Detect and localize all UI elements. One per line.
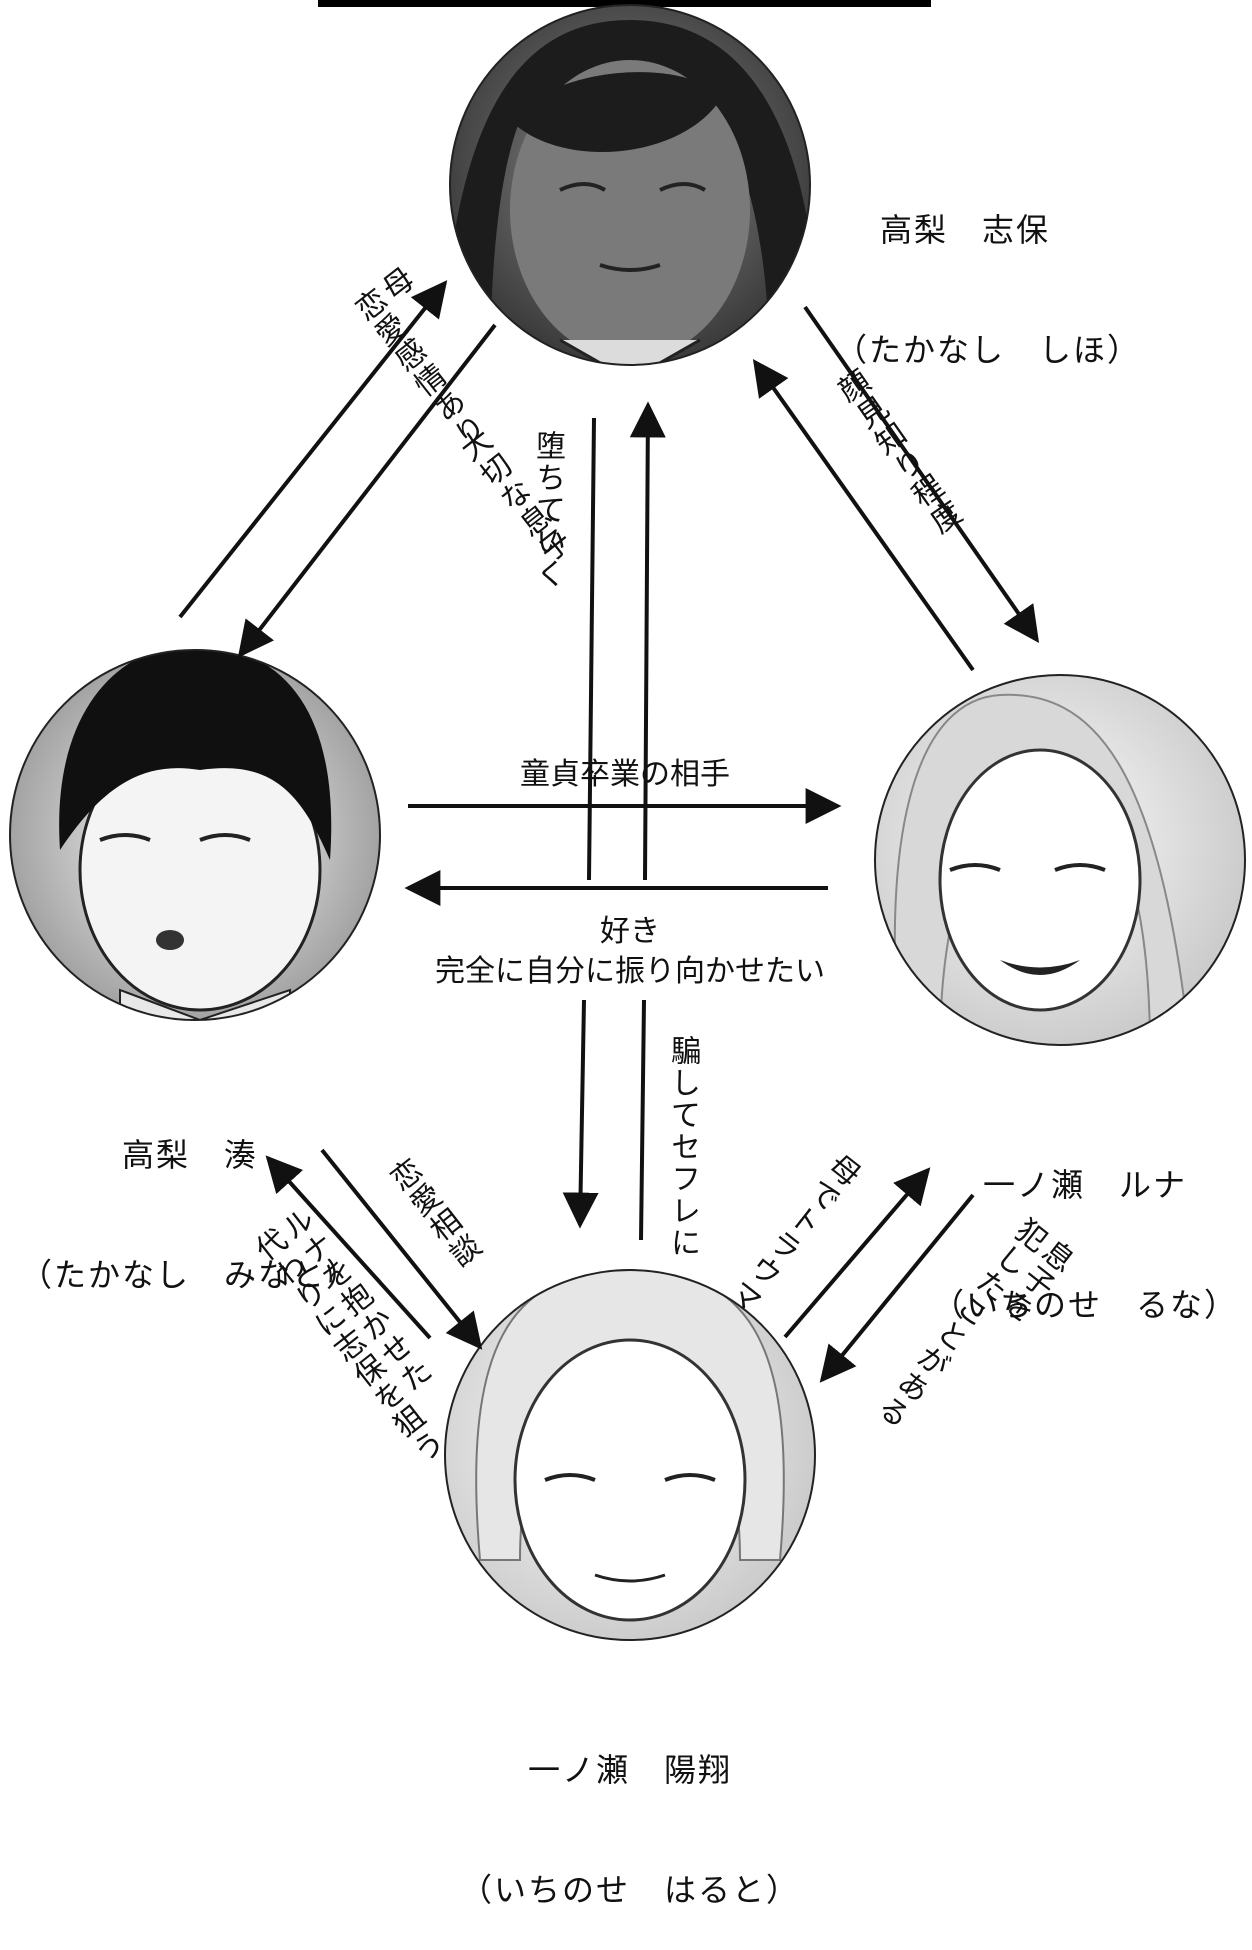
label-haruto-to-shiho: 騙してセフレに — [665, 1035, 700, 1259]
label-shiho-to-haruto: 堕ちていく — [530, 430, 565, 590]
arrow-haruto-to-minato — [265, 1155, 432, 1340]
arrow-shiho-to-runa — [803, 305, 1040, 643]
arrow-minato-to-haruto — [320, 1148, 483, 1350]
portrait-minato — [9, 649, 381, 1021]
arrow-haruto-to-runa — [783, 1167, 931, 1339]
portrait-haruto — [444, 1269, 816, 1641]
name-haruto: 一ノ瀬 陽翔 （いちのせ はると） — [459, 1751, 800, 1909]
relationship-diagram — [9, 4, 1246, 1641]
title-bar — [318, 0, 931, 7]
arrow-haruto-to-shiho-top — [629, 401, 666, 881]
name-minato: 高梨 湊 （たかなし みなと） — [20, 1136, 361, 1294]
arrow-haruto-to-shiho-bottom — [639, 999, 646, 1241]
label-runa-to-minato: 好き 完全に自分に振り向かせたい — [435, 914, 825, 989]
arrow-runa-to-shiho — [752, 359, 975, 672]
portrait-runa — [874, 674, 1246, 1046]
portrait-shiho — [449, 4, 811, 366]
name-runa: 一ノ瀬 ルナ （いちのせ るな） — [931, 1166, 1238, 1324]
name-shiho: 高梨 志保 （たかなし しほ） — [835, 211, 1142, 369]
arrow-shiho-to-minato — [237, 323, 497, 658]
arrow-shiho-to-haruto-top — [587, 417, 596, 881]
label-minato-to-runa: 童貞卒業の相手 — [520, 757, 730, 792]
relation-arrows — [178, 280, 1040, 1383]
arrow-minato-to-shiho — [178, 280, 448, 619]
arrow-runa-to-haruto — [819, 1193, 975, 1383]
arrow-shiho-to-haruto-bottom — [562, 999, 599, 1229]
